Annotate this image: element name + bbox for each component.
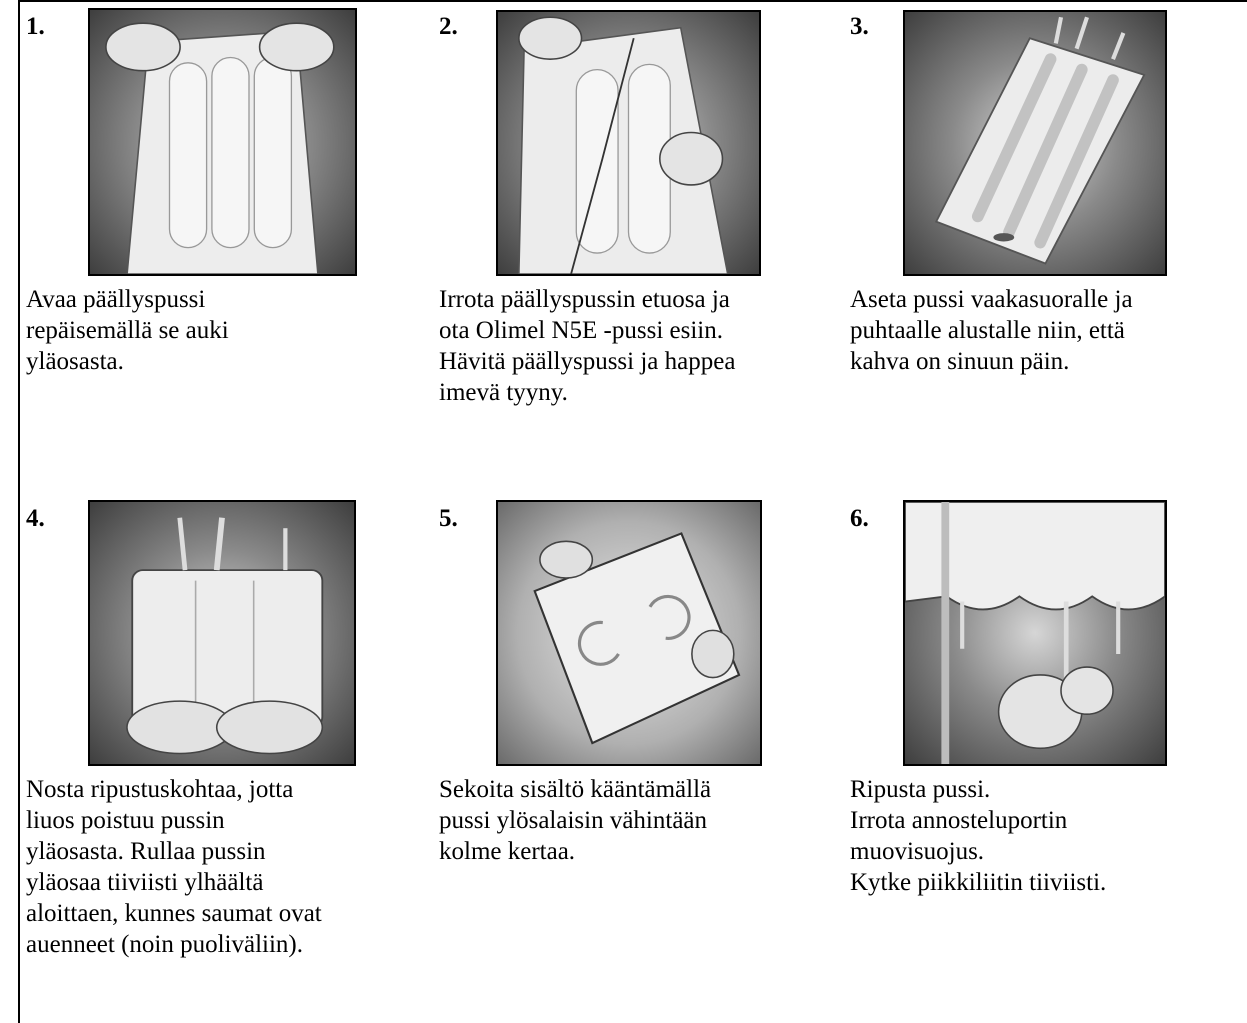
step-number: 5. <box>439 506 458 531</box>
step-number: 6. <box>850 506 869 531</box>
step-caption: Sekoita sisältö kääntämällä pussi ylösal… <box>439 774 711 867</box>
step-number: 1. <box>26 14 45 39</box>
step-number: 3. <box>850 14 869 39</box>
step-caption: Irrota päällyspussin etuosa ja ota Olime… <box>439 284 735 408</box>
step-illustration <box>88 8 357 276</box>
step-number: 2. <box>439 14 458 39</box>
step-illustration <box>903 10 1167 276</box>
step-illustration <box>496 10 761 276</box>
step-caption: Avaa päällyspussi repäisemällä se auki y… <box>26 284 229 377</box>
step-illustration <box>88 500 356 766</box>
step-caption: Nosta ripustuskohtaa, jotta liuos poistu… <box>26 774 322 960</box>
step-caption: Aseta pussi vaakasuoralle ja puhtaalle a… <box>850 284 1133 377</box>
step-number: 4. <box>26 506 45 531</box>
step-illustration <box>903 500 1167 766</box>
step-illustration <box>496 500 762 766</box>
step-caption: Ripusta pussi. Irrota annosteluportin mu… <box>850 774 1106 898</box>
